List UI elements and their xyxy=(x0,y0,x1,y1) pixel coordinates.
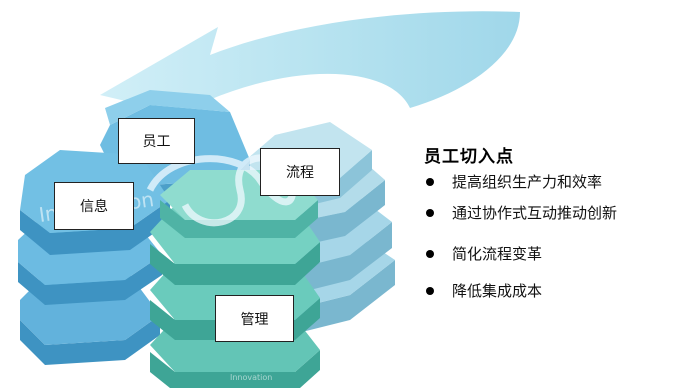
list-item-text: 通过协作式互动推动创新 xyxy=(452,204,618,222)
list-item: 通过协作式互动推动创新 xyxy=(424,202,683,223)
svg-text:Innovation: Innovation xyxy=(230,373,272,382)
bullet-icon xyxy=(426,249,434,258)
label-employee: 员工 xyxy=(118,118,195,164)
bullet-list: 提高组织生产力和效率 通过协作式互动推动创新 简化流程变革 降低集成成本 xyxy=(424,171,683,301)
label-management: 管理 xyxy=(215,295,294,342)
hex-stack-management: Innovation xyxy=(150,170,320,388)
bullet-icon xyxy=(426,286,434,295)
list-item-text: 简化流程变革 xyxy=(452,245,543,263)
list-item: 降低集成成本 xyxy=(424,280,683,301)
list-item-text: 提高组织生产力和效率 xyxy=(452,173,603,191)
cycle-arrow-icon xyxy=(100,11,520,123)
list-item: 提高组织生产力和效率 xyxy=(424,171,683,192)
label-info: 信息 xyxy=(54,182,134,230)
entry-points-panel: 员工切入点 提高组织生产力和效率 通过协作式互动推动创新 简化流程变革 降低集成… xyxy=(424,142,683,301)
panel-title: 员工切入点 xyxy=(424,147,514,167)
list-item-text: 降低集成成本 xyxy=(452,282,543,300)
label-process: 流程 xyxy=(260,148,340,196)
bullet-icon xyxy=(426,208,434,217)
bullet-icon xyxy=(426,177,434,186)
list-item: 简化流程变革 xyxy=(424,243,683,264)
